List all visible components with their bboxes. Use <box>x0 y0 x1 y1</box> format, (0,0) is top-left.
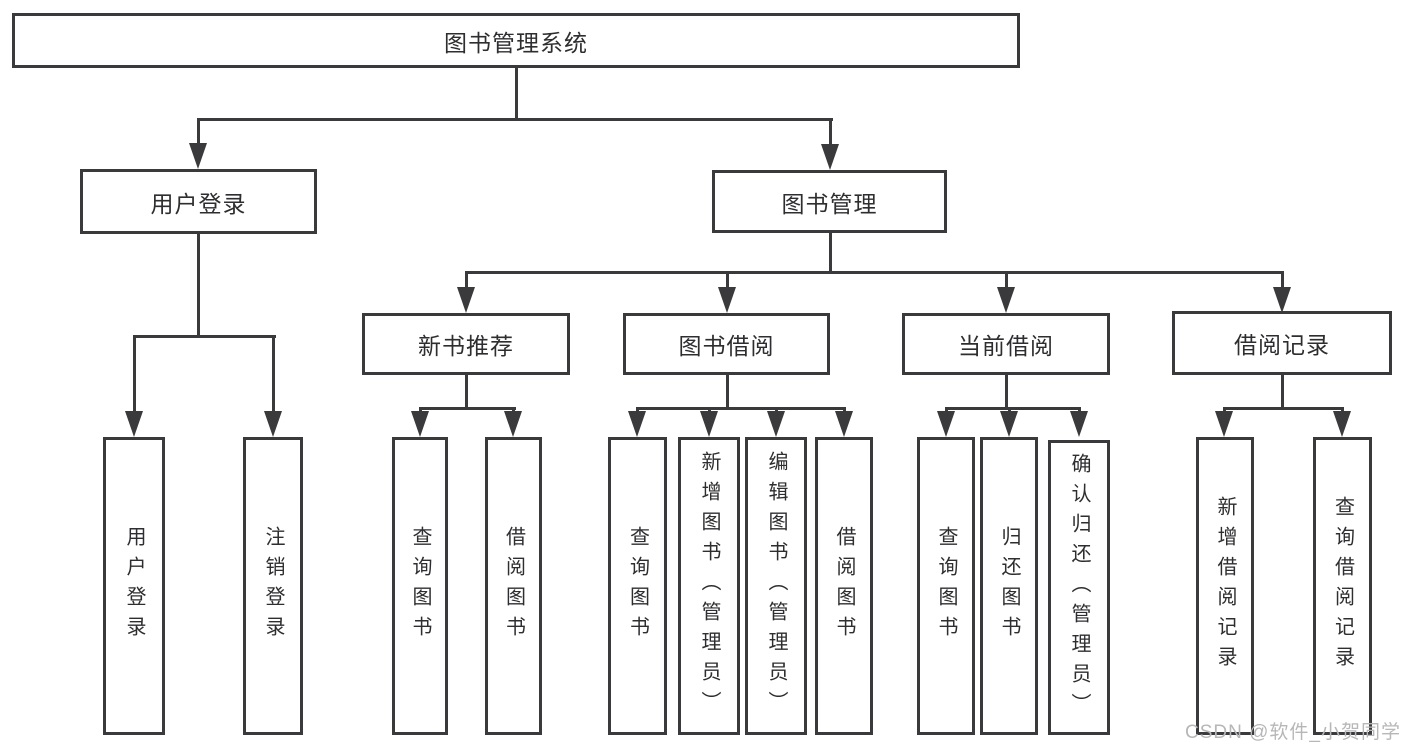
connector-borrowrecord-hline <box>1223 407 1344 410</box>
leaf-add-borrow-record: 新增借阅记录 <box>1196 437 1254 735</box>
node-borrow-record-branch: 借阅记录 <box>1172 311 1392 375</box>
connector-root-hline <box>197 118 833 121</box>
node-book-mgmt-branch: 图书管理 <box>712 170 947 233</box>
arrow-down-icon <box>125 411 143 437</box>
node-book-borrow-branch: 图书借阅 <box>623 313 830 375</box>
connector-shaft <box>1005 272 1008 292</box>
connector-bookmgmt-stem <box>829 233 832 273</box>
connector-currentborrow-stem <box>1005 375 1008 409</box>
leaf-label: 编辑图书（管理员） <box>765 451 787 721</box>
arrow-down-icon <box>1070 411 1088 437</box>
arrow-down-icon <box>767 411 785 437</box>
arrow-down-icon <box>1215 411 1233 437</box>
node-label: 用户登录 <box>150 190 247 217</box>
connector-bookborrow-stem <box>726 375 729 409</box>
arrow-down-icon <box>997 287 1015 313</box>
arrow-down-icon <box>1000 411 1018 437</box>
arrow-down-icon <box>821 144 839 170</box>
connector-shaft <box>1281 272 1284 292</box>
connector-bookmgmt-hline <box>465 271 1284 274</box>
leaf-label: 新增图书（管理员） <box>698 451 720 721</box>
leaf-label: 新增借阅记录 <box>1214 496 1236 676</box>
leaf-label: 用户登录 <box>123 526 145 646</box>
connector-shaft <box>272 336 275 418</box>
node-label: 借阅记录 <box>1234 332 1330 358</box>
leaf-label: 查询图书 <box>626 526 649 646</box>
node-root: 图书管理系统 <box>12 13 1020 68</box>
connector-newbook-hline <box>419 407 516 410</box>
node-label: 图书借阅 <box>678 333 775 359</box>
arrow-down-icon <box>1273 287 1291 313</box>
connector-currentborrow-hline <box>945 407 1081 410</box>
leaf-query-book-3: 查询图书 <box>917 437 975 735</box>
connector-userlogin-stem <box>197 234 200 338</box>
node-current-borrow-branch: 当前借阅 <box>902 313 1110 375</box>
connector-borrowrecord-stem <box>1281 375 1284 409</box>
leaf-logout: 注销登录 <box>243 437 303 735</box>
leaf-label: 注销登录 <box>262 526 284 646</box>
leaf-label: 借阅图书 <box>502 526 525 646</box>
arrow-down-icon <box>264 411 282 437</box>
leaf-edit-book-admin: 编辑图书（管理员） <box>745 437 807 735</box>
leaf-add-book-admin: 新增图书（管理员） <box>678 437 740 735</box>
leaf-label: 借阅图书 <box>833 526 855 646</box>
node-label: 当前借阅 <box>958 333 1054 359</box>
arrow-down-icon <box>411 411 429 437</box>
leaf-query-borrow-record: 查询借阅记录 <box>1313 437 1372 735</box>
arrow-down-icon <box>628 411 646 437</box>
connector-shaft-book-mgmt <box>829 119 832 151</box>
connector-shaft-user-login <box>197 119 200 151</box>
connector-shaft <box>465 272 468 292</box>
arrow-down-icon <box>189 143 207 169</box>
leaf-label: 查询图书 <box>935 526 957 646</box>
connector-bookborrow-hline <box>636 407 846 410</box>
connector-root-stem <box>515 68 518 120</box>
leaf-query-book-2: 查询图书 <box>608 437 667 735</box>
arrow-down-icon <box>718 287 736 313</box>
arrow-down-icon <box>700 411 718 437</box>
leaf-borrow-book-2: 借阅图书 <box>815 437 873 735</box>
watermark: CSDN @软件_小贺同学 <box>1185 722 1401 743</box>
node-label: 新书推荐 <box>418 333 514 359</box>
leaf-label: 确认归还（管理员） <box>1068 452 1090 723</box>
leaf-borrow-book-1: 借阅图书 <box>485 437 542 735</box>
leaf-label: 查询借阅记录 <box>1331 496 1354 676</box>
connector-shaft <box>133 336 136 418</box>
node-user-login-branch: 用户登录 <box>80 169 317 234</box>
connector-shaft <box>726 272 729 292</box>
connector-userlogin-hline <box>133 335 276 338</box>
leaf-label: 查询图书 <box>409 526 431 646</box>
leaf-user-login: 用户登录 <box>103 437 165 735</box>
node-new-book-branch: 新书推荐 <box>362 313 570 375</box>
arrow-down-icon <box>937 411 955 437</box>
arrow-down-icon <box>1333 411 1351 437</box>
leaf-label: 归还图书 <box>998 526 1020 646</box>
arrow-down-icon <box>835 411 853 437</box>
connector-newbook-stem <box>465 375 468 409</box>
arrow-down-icon <box>504 411 522 437</box>
leaf-query-book-1: 查询图书 <box>392 437 448 735</box>
node-label: 图书管理 <box>781 190 878 217</box>
node-root-label: 图书管理系统 <box>444 29 588 56</box>
leaf-return-book: 归还图书 <box>980 437 1038 735</box>
leaf-confirm-return-admin: 确认归还（管理员） <box>1048 440 1110 735</box>
arrow-down-icon <box>457 287 475 313</box>
